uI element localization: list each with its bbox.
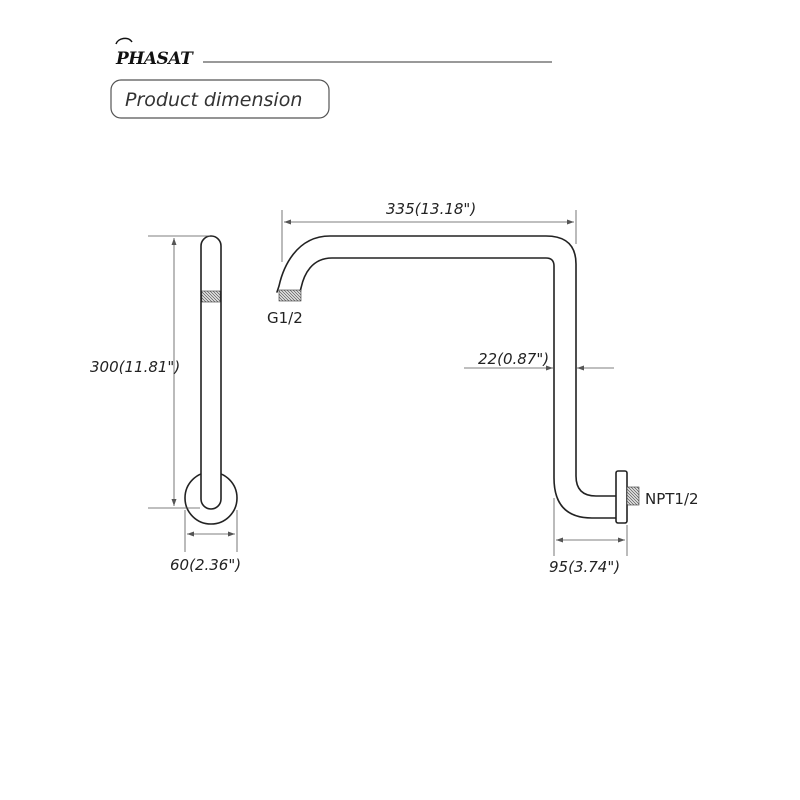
heading-box: Product dimension — [110, 79, 330, 119]
page-title: Product dimension — [125, 89, 302, 111]
brand-logo-text: PHASAT — [115, 49, 194, 69]
front-view: G1/2 NPT1/2 335(13.18") 22(0.87") 95(3.7… — [267, 200, 699, 576]
arm-inner-edge — [299, 257, 617, 519]
side-view: 300(11.81") 60(2.36") — [90, 235, 241, 574]
height-dimension-label: 300(11.81") — [90, 358, 180, 376]
base-dimension-label: 60(2.36") — [170, 556, 241, 574]
inlet-thread — [626, 486, 640, 506]
pipe-diameter-label: 22(0.87") — [478, 350, 549, 368]
wall-flange — [615, 470, 628, 524]
inlet-thread-label: NPT1/2 — [645, 490, 699, 508]
offset-dimension-label: 95(3.74") — [549, 558, 620, 576]
reach-dimension-label: 335(13.18") — [386, 200, 476, 218]
side-tube — [200, 235, 222, 510]
outlet-thread — [278, 289, 302, 302]
arm-outer-edge — [276, 235, 617, 497]
thread-band — [201, 290, 221, 303]
header: PHASAT Product dimension — [110, 37, 552, 119]
brand-logo: PHASAT — [115, 37, 195, 69]
outlet-thread-label: G1/2 — [267, 309, 303, 327]
